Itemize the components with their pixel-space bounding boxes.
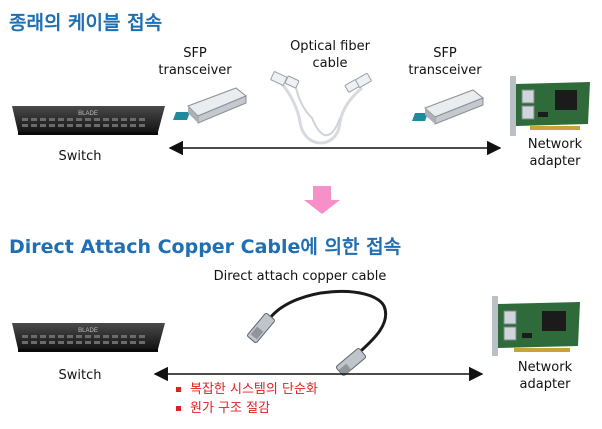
switch-brand-text: BLADE	[78, 111, 98, 117]
network-adapter-icon	[510, 76, 590, 136]
network-adapter-icon	[492, 296, 580, 356]
switch-icon: BLADE	[12, 106, 165, 135]
down-arrow-icon	[304, 186, 340, 214]
benefit-item: 원가 구조 절감	[176, 399, 318, 418]
top-heading: 종래의 케이블 접속	[9, 12, 163, 34]
switch-brand-text: BLADE	[78, 328, 98, 334]
sfp-transceiver-icon	[412, 89, 484, 125]
optical-fiber-cable-icon	[270, 71, 372, 145]
benefit-item: 복잡한 시스템의 단순화	[176, 380, 318, 399]
dac-cable-label: Direct attach copper cable	[213, 269, 387, 284]
bullet-icon	[176, 387, 181, 392]
top-switch-label: Switch	[58, 149, 102, 164]
switch-icon: BLADE	[12, 323, 165, 352]
bottom-heading: Direct Attach Copper Cable에 의한 접속	[9, 236, 402, 258]
benefit-list: 복잡한 시스템의 단순화 원가 구조 절감	[176, 380, 318, 418]
bottom-switch-label: Switch	[58, 368, 102, 383]
sfp-transceiver-icon	[173, 87, 247, 124]
dac-cable-icon	[247, 289, 388, 377]
bullet-icon	[176, 406, 181, 411]
